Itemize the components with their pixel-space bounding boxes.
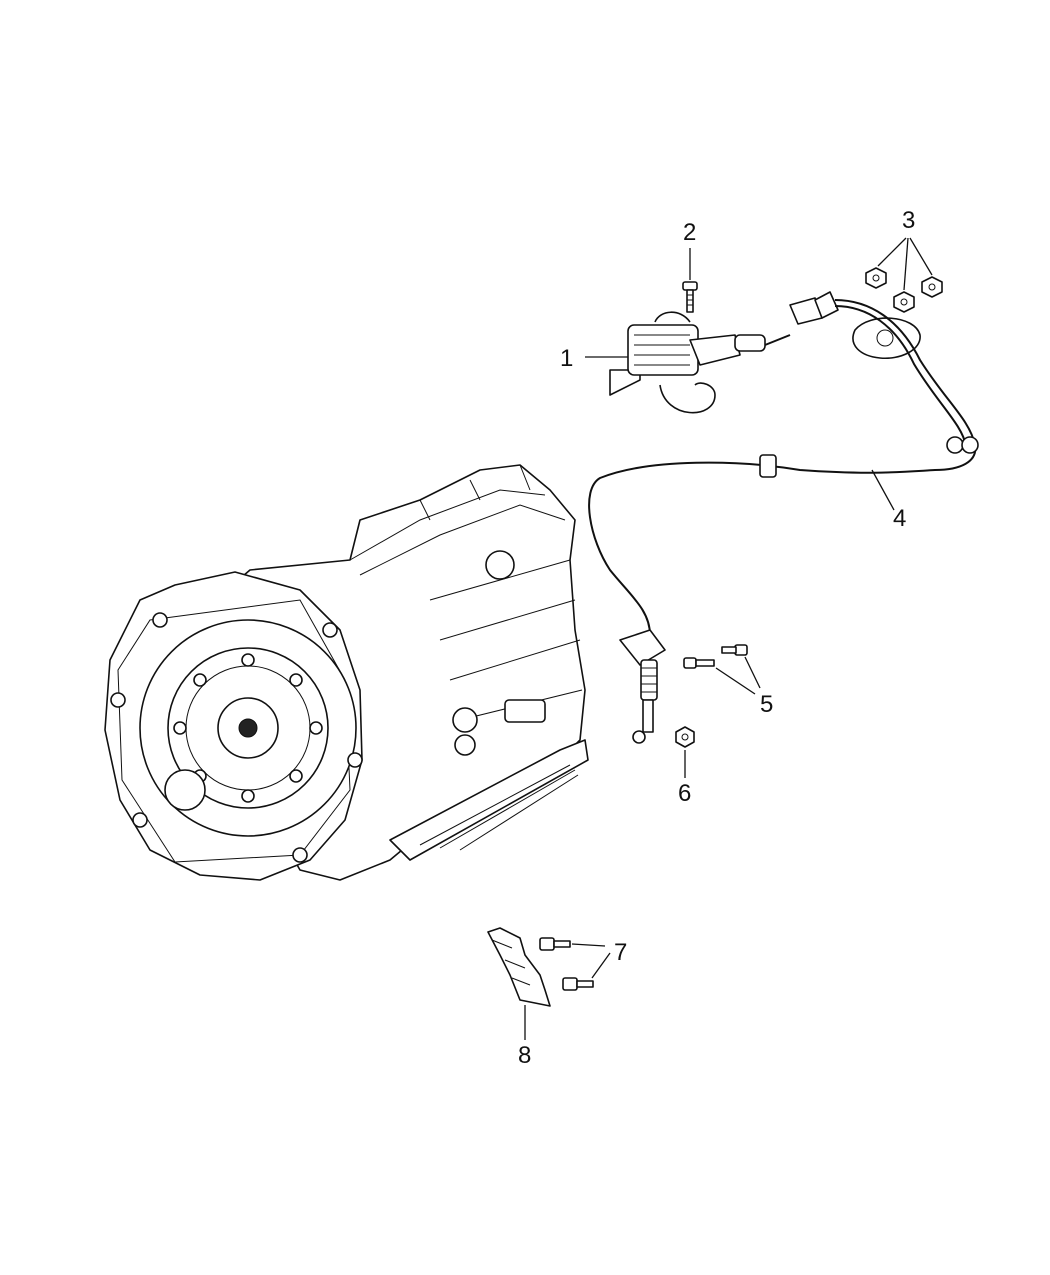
nut-6 — [675, 726, 695, 748]
flexplate-bolts — [173, 653, 323, 803]
callout-6: 6 — [678, 780, 691, 807]
nut-3c — [921, 276, 943, 298]
callout-2: 2 — [683, 219, 696, 246]
bolt-7a — [539, 937, 571, 951]
callout-8: 8 — [518, 1042, 531, 1069]
transmission-assembly — [104, 464, 589, 881]
bolt-5a — [683, 657, 715, 669]
callout-1: 1 — [560, 345, 573, 372]
bolt-2 — [682, 281, 698, 313]
bolt-5b — [721, 644, 748, 656]
cable-bracket — [789, 291, 921, 360]
nut-3b — [893, 291, 915, 313]
leader-lines — [524, 237, 933, 1040]
callout-7: 7 — [614, 939, 627, 966]
callout-4: 4 — [893, 505, 906, 532]
callout-5: 5 — [760, 691, 773, 718]
shift-cable — [588, 299, 979, 744]
heat-shield-8 — [487, 927, 551, 1007]
shifter-assembly — [609, 311, 766, 414]
nut-3a — [865, 267, 887, 289]
callout-3: 3 — [902, 207, 915, 234]
bolt-7b — [562, 977, 594, 991]
